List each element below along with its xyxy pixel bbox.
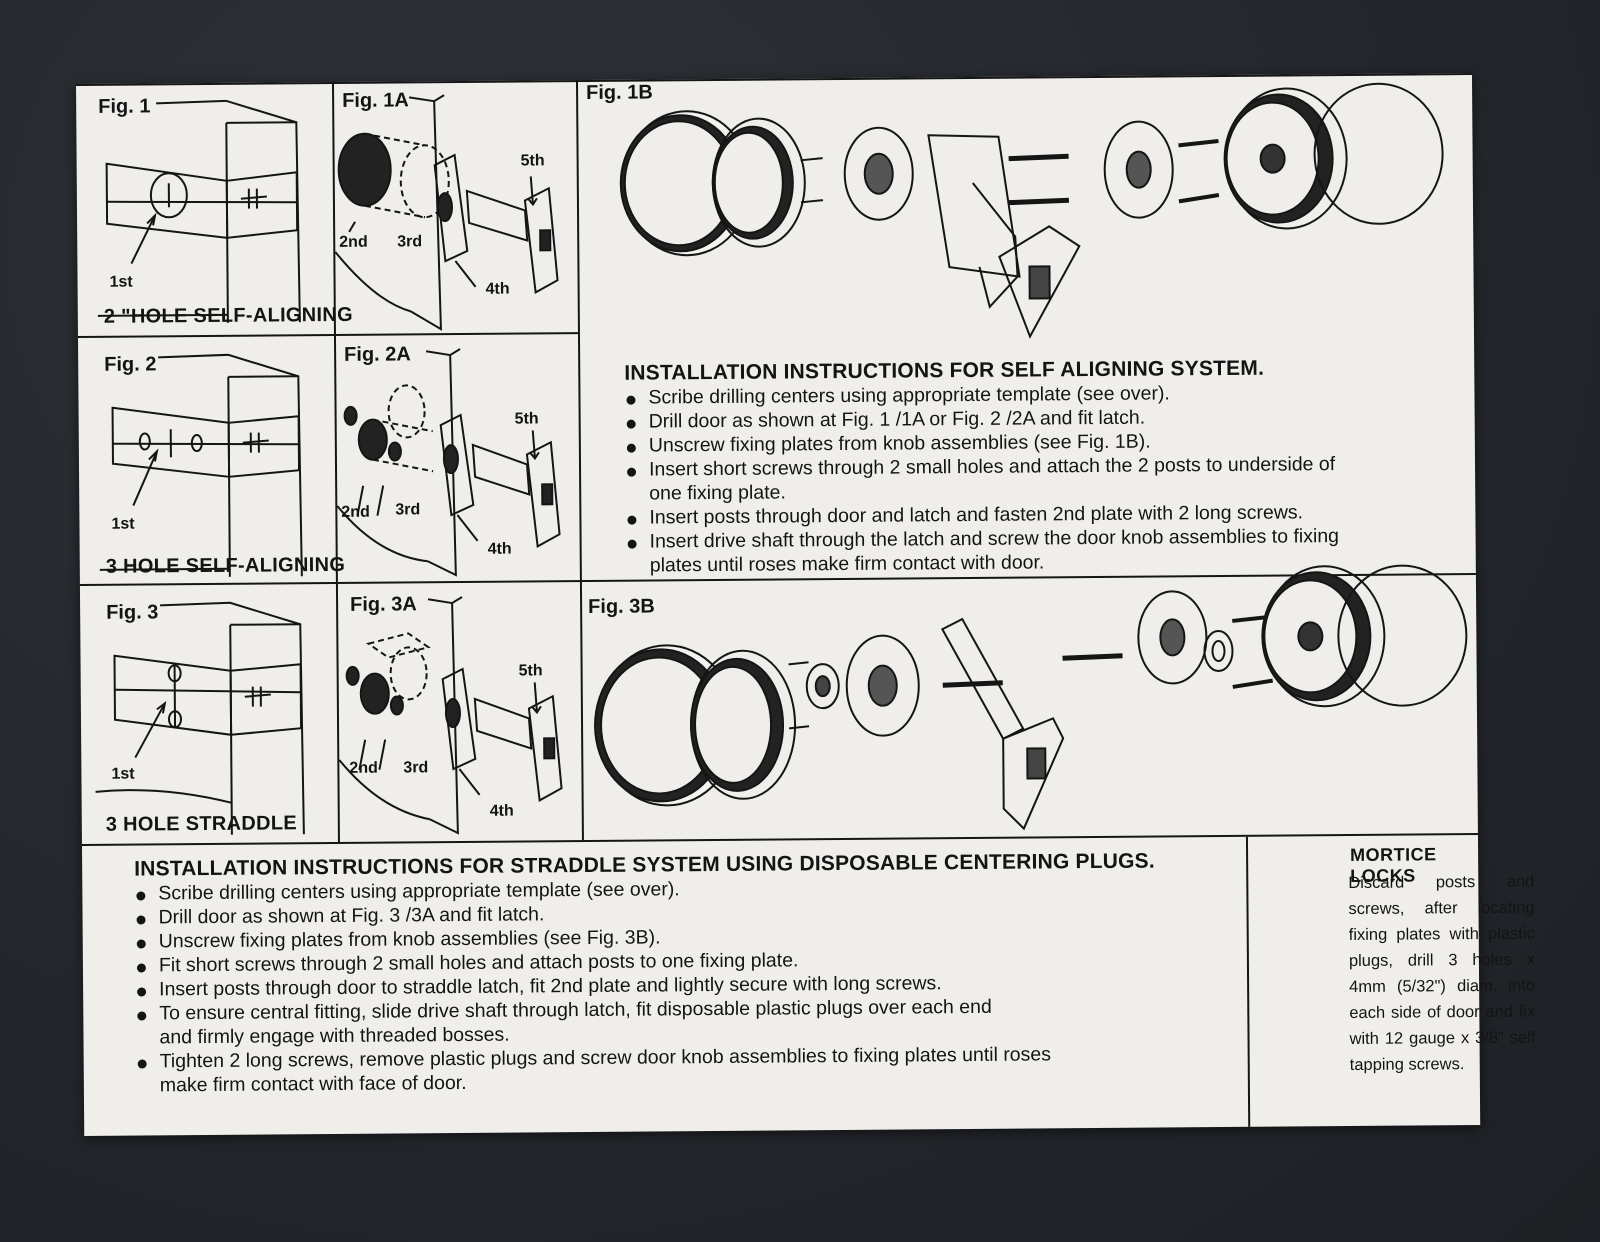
fig-caption: 2 "HOLE SELF-ALIGNING (103, 303, 354, 328)
fig-caption: 3 HOLE STRADDLE (105, 812, 298, 836)
fig-1-panel: Fig. 1 1st 2 "HOLE SELF-ALIGNING (76, 82, 353, 336)
list-item: Insert short screws through 2 small hole… (625, 452, 1339, 506)
fig-caption: 3 HOLE SELF-ALIGNING (105, 553, 346, 578)
door-edge-drawing (76, 82, 334, 336)
list-item: Insert drive shaft through the latch and… (626, 524, 1390, 578)
list-item: Tighten 2 long screws, remove plastic pl… (136, 1042, 1060, 1097)
fig-2-panel: Fig. 2 1st 3 HOLE SELF-ALIGNING (78, 336, 345, 584)
step-marker: 3rd (395, 501, 421, 519)
step-marker: 4th (487, 540, 512, 558)
mortice-body: Discard posts and screws, after locating… (1348, 872, 1536, 1075)
step-marker: 4th (489, 802, 514, 820)
step-marker: 4th (485, 280, 510, 298)
drill-marker: 1st (109, 273, 133, 291)
list-item: To ensure central fitting, slide drive s… (135, 995, 1019, 1050)
drill-marker: 1st (111, 515, 135, 533)
latch-bore-drawing (336, 334, 580, 582)
step-marker: 2nd (341, 503, 370, 521)
fig-3a-panel: Fig. 3A 5t (338, 582, 582, 842)
door-edge-drawing (78, 336, 336, 584)
fig-3-panel: Fig. 3 1st 3 HOLE STRADDLE (80, 584, 338, 844)
fig-3b-panel: Fig. 3B (582, 575, 1478, 840)
step-marker: 3rd (397, 233, 423, 251)
fig-1a-panel: Fig. 1A 5th 2nd 3rd 4th (334, 80, 578, 334)
fig-2a-panel: Fig. 2A 5t (336, 334, 580, 582)
step-marker: 5th (514, 410, 539, 428)
latch-bore-drawing (334, 80, 578, 334)
exploded-knob-drawing (582, 575, 1478, 840)
step-marker: 2nd (339, 233, 368, 251)
instruction-sheet: Fig. 1 1st 2 "HOLE SELF-ALIGNING Fig. 1A (76, 73, 1536, 1136)
latch-bore-drawing (338, 582, 582, 842)
straddle-steps: Scribe drilling centers using appropriat… (134, 874, 1156, 1098)
step-marker: 2nd (349, 759, 378, 777)
self-aligning-steps: Scribe drilling centers using appropriat… (624, 379, 1445, 577)
step-marker: 5th (518, 662, 543, 680)
divider (1245, 836, 1251, 1127)
drill-marker: 1st (111, 765, 135, 783)
fig-1b-panel: Fig. 1B (578, 73, 1474, 332)
step-marker: 3rd (403, 759, 429, 777)
door-edge-drawing (80, 584, 338, 844)
exploded-knob-drawing (578, 73, 1474, 332)
step-marker: 5th (520, 152, 545, 170)
